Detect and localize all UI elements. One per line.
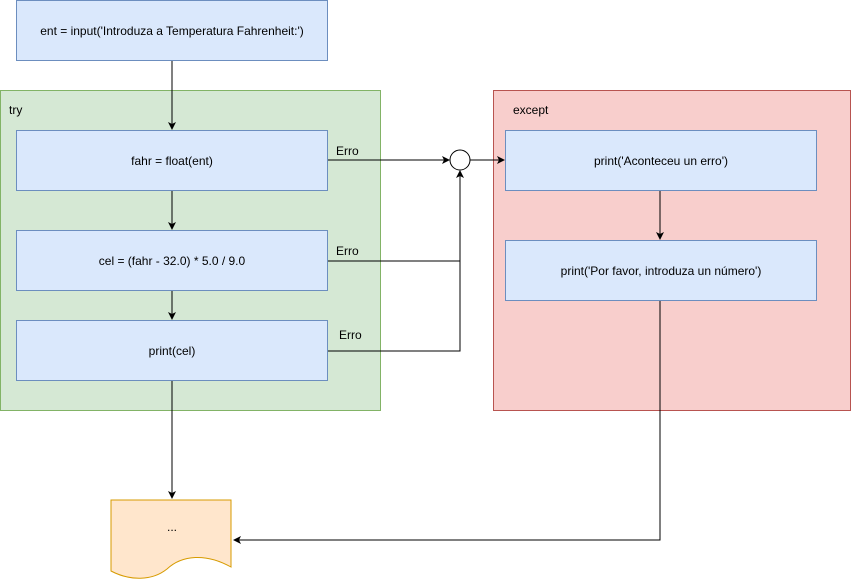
document-node (110, 499, 232, 579)
node-print-erro: print('Aconteceu un erro') (505, 130, 817, 191)
try-label: try (9, 103, 23, 117)
node-input: ent = input('Introduza a Temperatura Fah… (16, 0, 328, 61)
node-print-favor: print('Por favor, introduza un número') (505, 240, 817, 301)
edge-label-erro-3: Erro (339, 328, 362, 342)
node-fahr: fahr = float(ent) (16, 130, 328, 191)
document-text: ... (166, 520, 177, 534)
node-print-cel: print(cel) (16, 320, 328, 381)
node-cel: cel = (fahr - 32.0) * 5.0 / 9.0 (16, 230, 328, 291)
junction-node (449, 149, 471, 171)
edge-label-erro-1: Erro (336, 144, 359, 158)
except-label: except (513, 103, 549, 117)
edge-label-erro-2: Erro (336, 244, 359, 258)
